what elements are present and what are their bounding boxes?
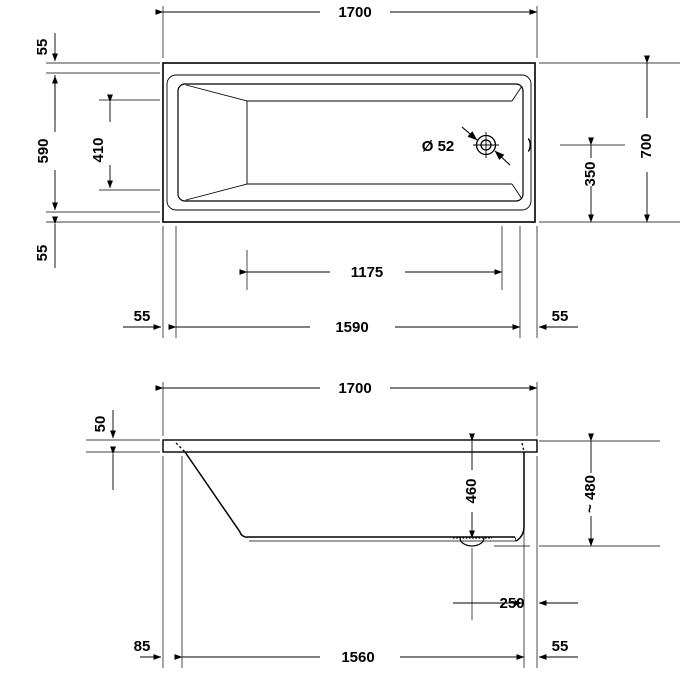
plan-view-geometry	[162, 62, 536, 223]
plan-dimension-lines	[52, 9, 650, 330]
dim-plan-rim-right: 55	[552, 308, 569, 325]
dim-elev-overall-height: ~ 480	[582, 475, 599, 513]
dim-elev-drain-offset: 250	[499, 595, 524, 612]
dim-plan-rim-top: 55	[34, 39, 51, 56]
dim-plan-drain-offset-length: 1175	[351, 264, 384, 281]
dim-elev-inner-depth: 460	[463, 478, 480, 503]
dim-plan-drain-offset-width: 350	[582, 161, 599, 186]
dim-plan-overall-length: 1700	[338, 4, 371, 21]
dim-elev-foot-left-offset: 85	[134, 638, 151, 655]
dim-elev-rim-thickness: 50	[92, 416, 109, 433]
dim-plan-overall-width: 700	[638, 133, 655, 158]
dim-plan-inner-width: 590	[35, 138, 52, 163]
dim-plan-seat-width: 410	[90, 137, 107, 162]
dim-plan-rim-left: 55	[134, 308, 151, 325]
dim-plan-rim-bottom: 55	[34, 245, 51, 262]
plan-extension-lines	[46, 6, 680, 338]
dim-elev-overall-length: 1700	[338, 380, 371, 397]
dim-plan-drain-diameter: Ø 52	[422, 138, 455, 155]
dim-elev-inner-base-length: 1560	[341, 649, 374, 666]
dim-plan-inner-length: 1590	[335, 319, 368, 336]
elevation-extension-lines	[86, 382, 660, 668]
elevation-dimension-lines	[110, 385, 594, 660]
dim-elev-foot-right-offset: 55	[552, 638, 569, 655]
elevation-view-geometry	[162, 439, 538, 547]
drain-symbol	[461, 126, 511, 166]
